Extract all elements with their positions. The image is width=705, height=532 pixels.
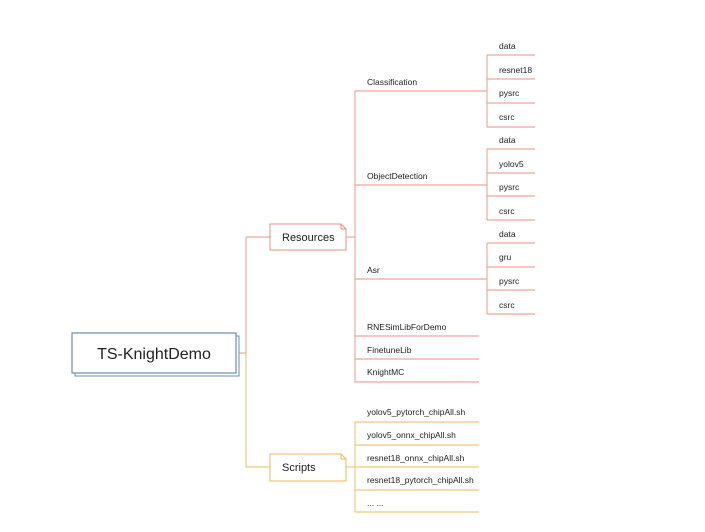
node-script-resnet18-onnx[interactable]: resnet18_onnx_chipAll.sh bbox=[367, 453, 465, 463]
scripts-node[interactable]: Scripts bbox=[269, 453, 347, 482]
resources-node[interactable]: Resources bbox=[269, 223, 347, 251]
resources-node-fold bbox=[340, 224, 346, 230]
node-asr[interactable]: Asr bbox=[367, 265, 380, 275]
node-classification[interactable]: Classification bbox=[367, 77, 417, 87]
node-classification-data[interactable]: data bbox=[499, 41, 516, 51]
node-script-more[interactable]: ... ... bbox=[367, 498, 384, 508]
node-script-yolov5-pytorch[interactable]: yolov5_pytorch_chipAll.sh bbox=[367, 407, 466, 417]
node-objectdetection-csrc[interactable]: csrc bbox=[499, 206, 515, 216]
root-node-box bbox=[71, 332, 237, 374]
node-objectdetection-pysrc[interactable]: pysrc bbox=[499, 182, 520, 192]
root-node[interactable]: TS-KnightDemo bbox=[71, 332, 240, 377]
node-asr-gru[interactable]: gru bbox=[499, 252, 512, 262]
node-classification-pysrc[interactable]: pysrc bbox=[499, 88, 520, 98]
node-asr-csrc[interactable]: csrc bbox=[499, 300, 515, 310]
scripts-node-label: Scripts bbox=[282, 462, 316, 474]
node-asr-data[interactable]: data bbox=[499, 229, 516, 239]
node-objectdetection-data[interactable]: data bbox=[499, 135, 516, 145]
node-classification-resnet18[interactable]: resnet18 bbox=[499, 65, 532, 75]
scripts-node-box bbox=[269, 453, 347, 482]
node-objectdetection-yolov5[interactable]: yolov5 bbox=[499, 159, 524, 169]
connector-lines bbox=[236, 54, 535, 513]
node-rnesimlibfordemo[interactable]: RNESimLibForDemo bbox=[367, 322, 447, 332]
node-asr-pysrc[interactable]: pysrc bbox=[499, 276, 520, 286]
resources-node-box bbox=[269, 223, 347, 251]
node-finetunelib[interactable]: FinetuneLib bbox=[367, 345, 412, 355]
node-script-yolov5-onnx[interactable]: yolov5_onnx_chipAll.sh bbox=[367, 430, 456, 440]
node-knightmc[interactable]: KnightMC bbox=[367, 367, 404, 377]
root-node-label: TS-KnightDemo bbox=[97, 346, 211, 363]
node-objectdetection[interactable]: ObjectDetection bbox=[367, 171, 428, 181]
resources-node-label: Resources bbox=[282, 232, 335, 244]
node-script-resnet18-pytorch[interactable]: resnet18_pytorch_chipAll.sh bbox=[367, 475, 474, 485]
scripts-node-fold bbox=[340, 454, 346, 460]
node-classification-csrc[interactable]: csrc bbox=[499, 112, 515, 122]
